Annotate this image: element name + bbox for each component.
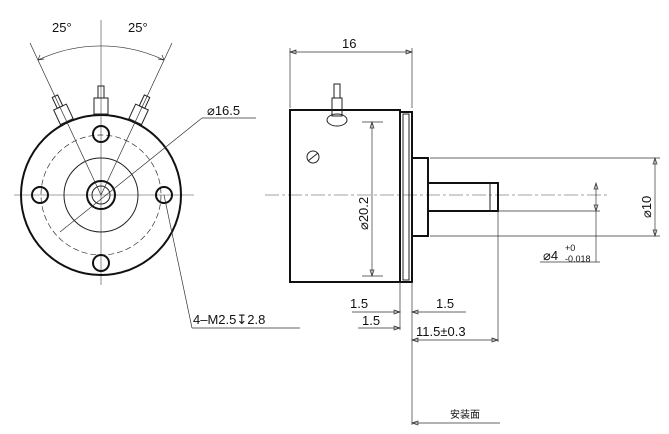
- hole-leader: [163, 194, 193, 329]
- body-diameter-label: ⌀20.2: [356, 197, 371, 230]
- angle-label-right: 25°: [128, 20, 148, 35]
- shaft: [427, 182, 499, 212]
- flange: [399, 111, 413, 283]
- bushing: [411, 157, 429, 237]
- length-label-16: 16: [342, 36, 356, 51]
- diameter-leader: [59, 117, 203, 233]
- mount-surface-label: 安装面: [450, 408, 480, 421]
- front-view: 25° 25° ⌀16.5 4–M2.5↧2.8: [14, 20, 300, 329]
- angle-line-left: [29, 42, 102, 196]
- angle-label-left: 25°: [52, 20, 72, 35]
- side-terminal: [326, 83, 348, 127]
- mount-hole-top: [92, 125, 110, 143]
- mount-hole-left: [31, 186, 49, 204]
- shaft-circle: [86, 180, 116, 210]
- side-view: 16 ⌀20.2 ⌀10: [265, 36, 660, 426]
- body-housing: [289, 109, 401, 283]
- shaft-tolerance-upper: +0: [565, 243, 575, 253]
- body-circle: [63, 157, 139, 233]
- diameter-label-16-5: ⌀16.5: [207, 103, 240, 118]
- dim-label-1-5-a: 1.5: [350, 296, 368, 311]
- angle-arc: [37, 45, 165, 61]
- dim-label-11-5: 11.5±0.3: [416, 324, 466, 339]
- mount-hole-right: [155, 186, 173, 204]
- dim-label-1-5-b: 1.5: [436, 296, 454, 311]
- shaft-diameter-4-label: ⌀4: [543, 248, 558, 263]
- body-screw: [306, 150, 320, 164]
- dim-label-1-5-c: 1.5: [362, 313, 380, 328]
- angle-line-right: [100, 42, 173, 196]
- shaft-inner-circle: [91, 185, 111, 205]
- mount-hole-bottom: [92, 254, 110, 272]
- shaft-tolerance-lower: -0.018: [565, 254, 591, 264]
- shaft-diameter-10-label: ⌀10: [639, 196, 654, 218]
- flange-outer-circle: [20, 114, 182, 276]
- hole-spec-label: 4–M2.5↧2.8: [193, 312, 265, 327]
